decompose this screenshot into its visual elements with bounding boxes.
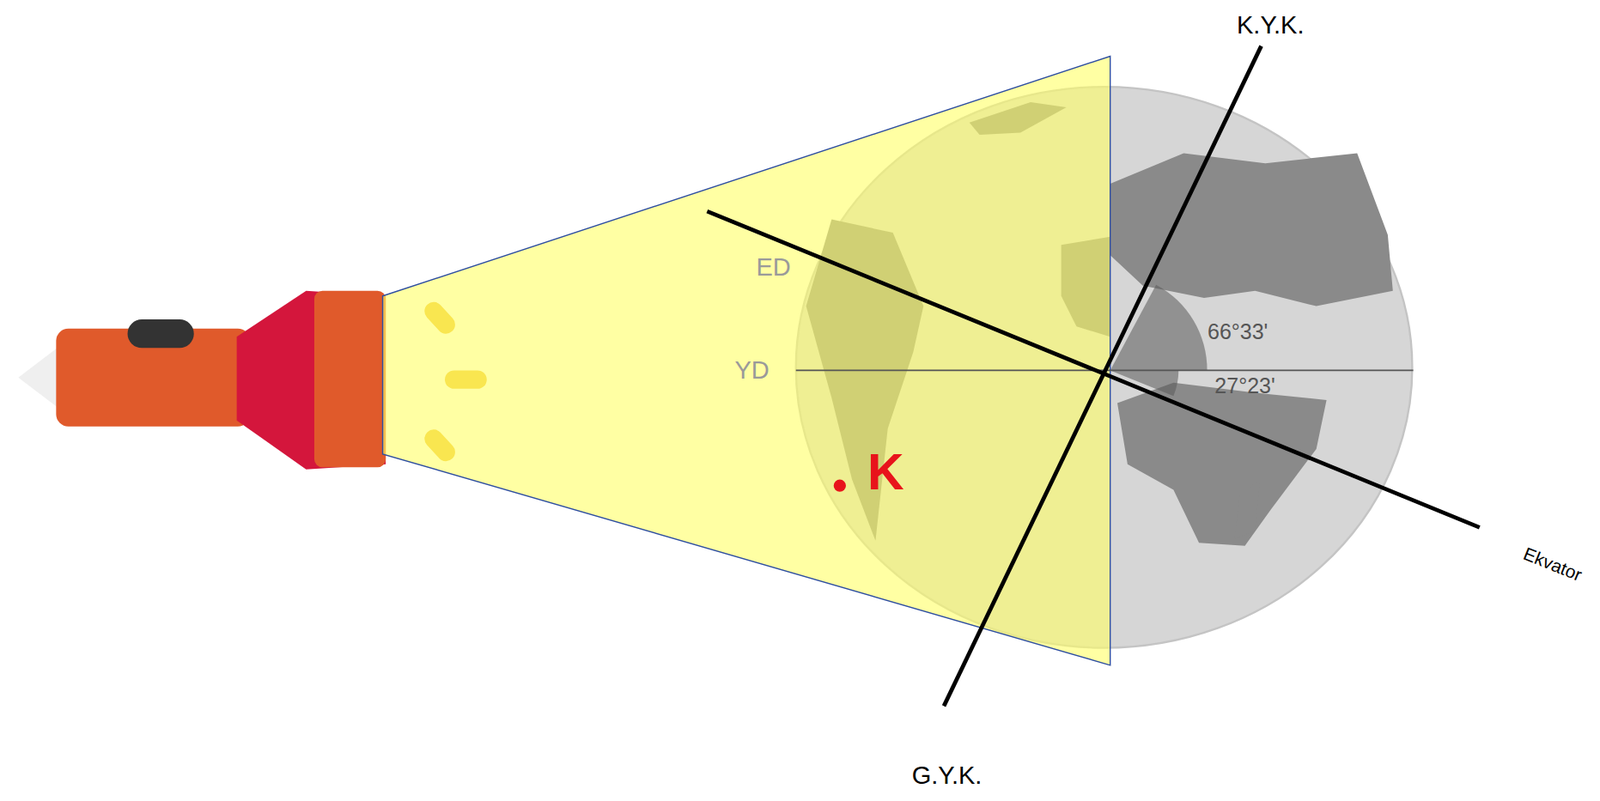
continent	[1117, 383, 1327, 547]
continent	[1110, 152, 1394, 306]
line-label: YD	[735, 358, 770, 384]
line-label: Ekvator	[1520, 544, 1585, 585]
point-marker	[833, 480, 846, 493]
light-cone	[383, 56, 1111, 666]
angle-label: 27°23'	[1214, 375, 1275, 397]
axis-label: K.Y.K.	[1236, 12, 1304, 37]
line-label: ED	[755, 255, 791, 280]
equator-line	[706, 211, 1479, 528]
point-label: K	[867, 447, 905, 499]
axis-label: G.Y.K.	[912, 762, 983, 788]
angle-label: 66°33'	[1207, 321, 1268, 343]
flashlight-tail	[18, 345, 61, 411]
flashlight-rim	[314, 291, 386, 469]
axis-line	[943, 46, 1262, 707]
flashlight-button	[127, 319, 195, 348]
continent	[1234, 480, 1261, 540]
flashlight-head	[237, 291, 386, 470]
